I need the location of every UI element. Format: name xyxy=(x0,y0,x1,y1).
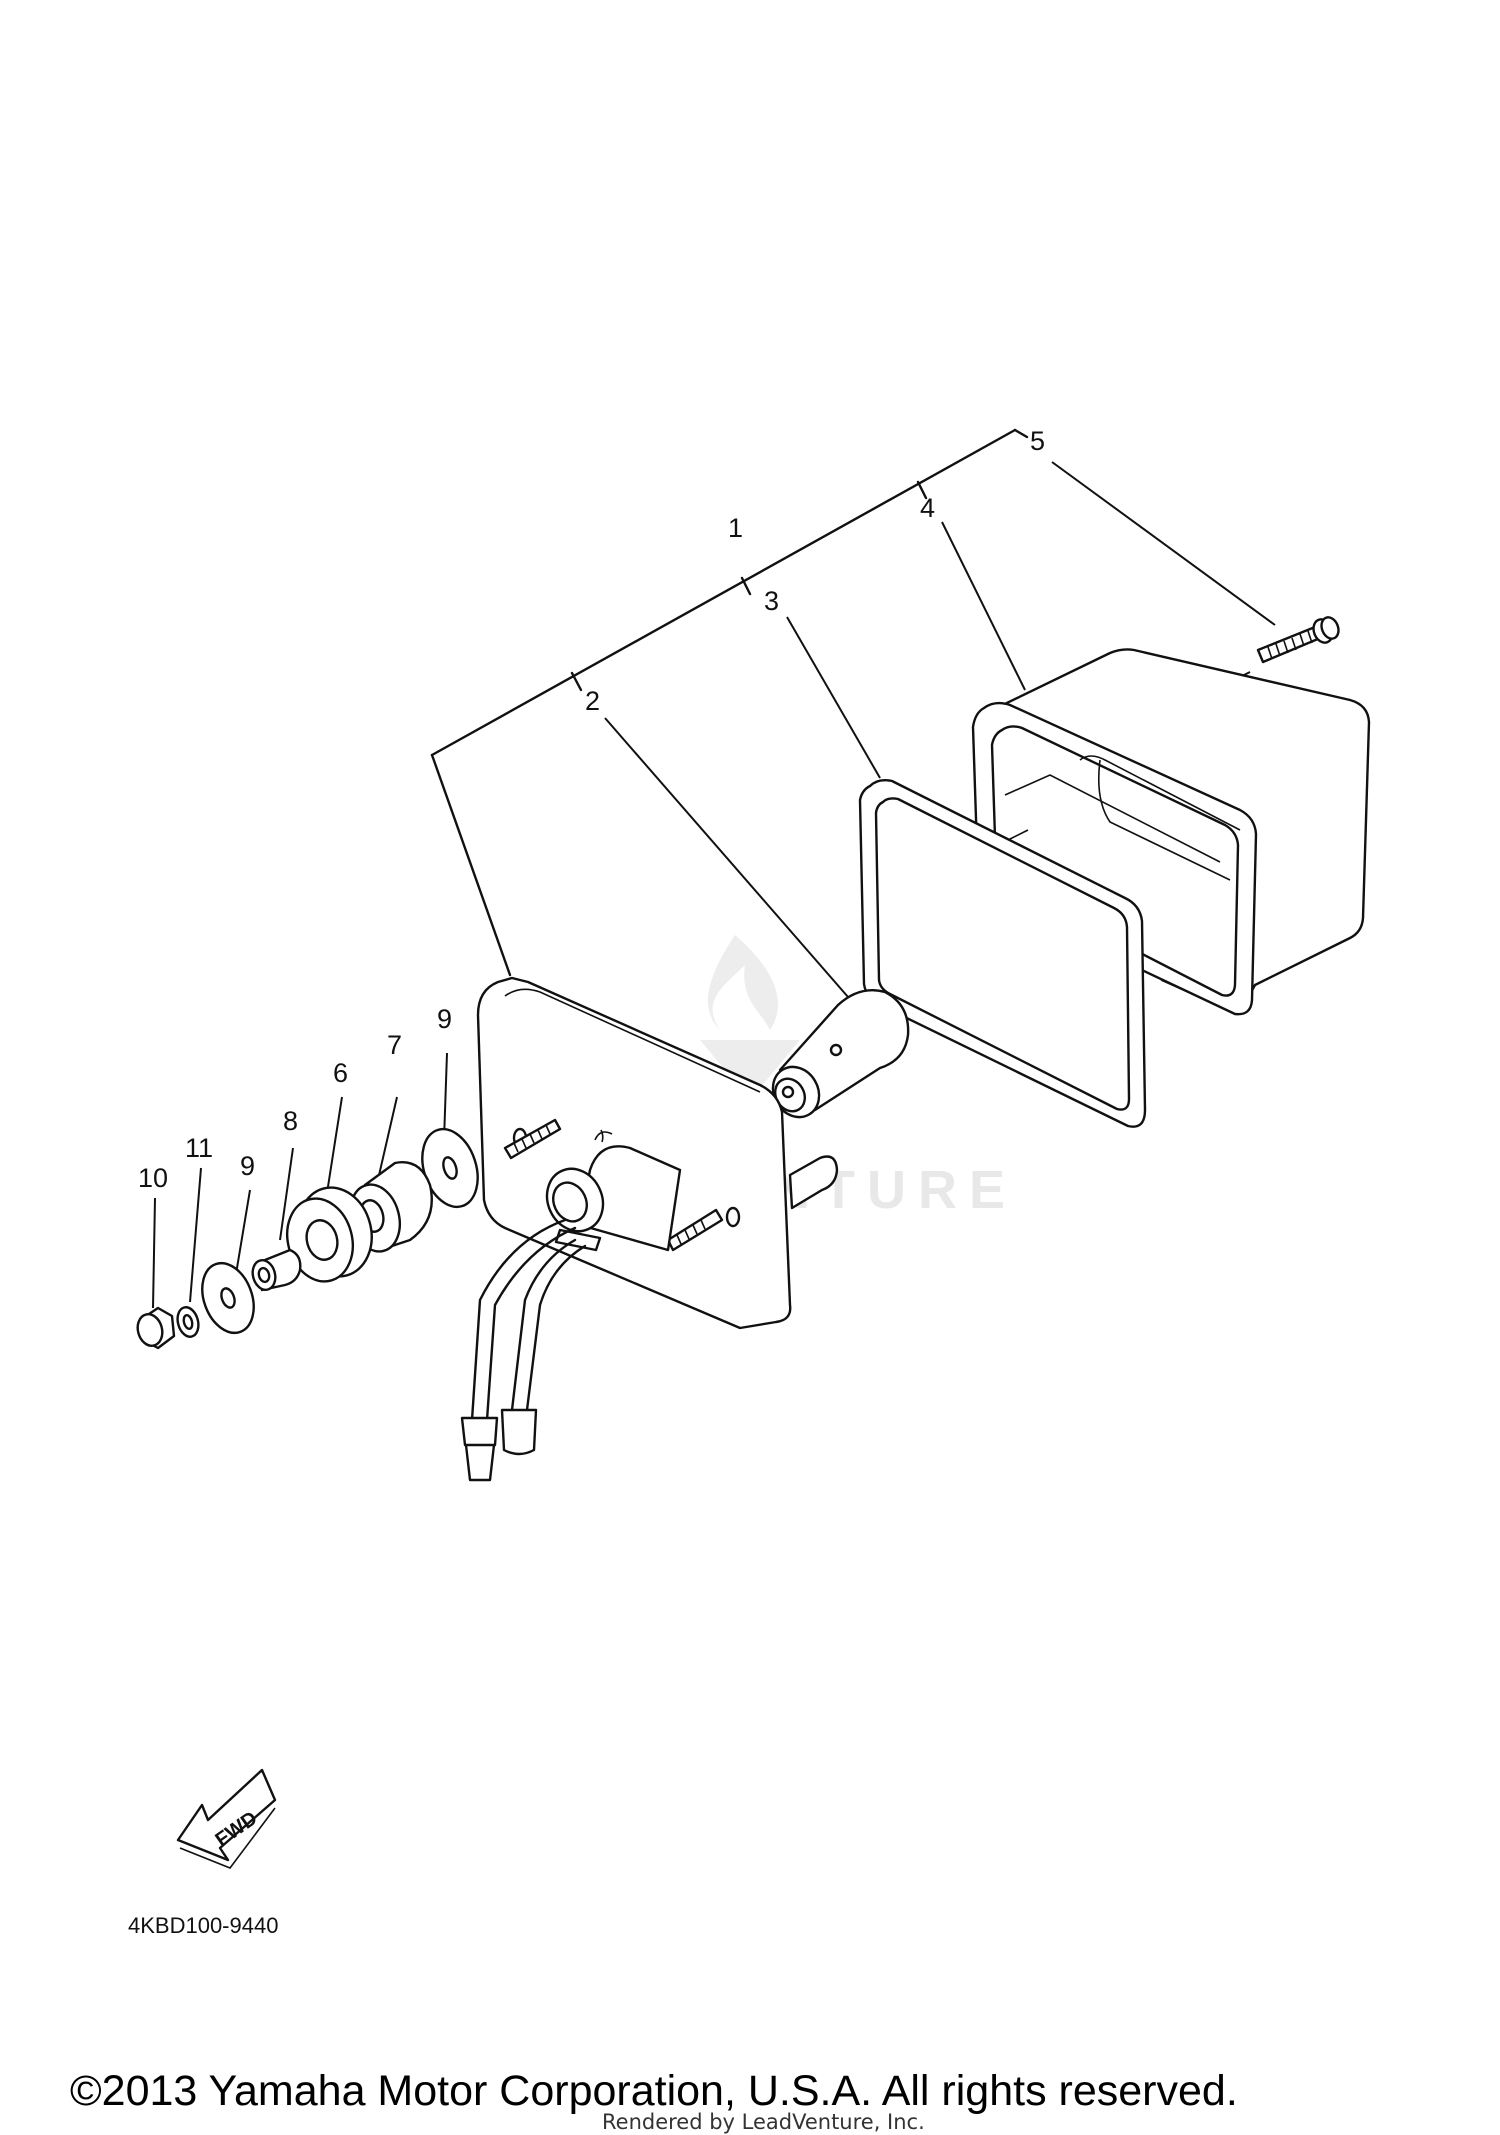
part-2-bulb xyxy=(771,988,910,1119)
fwd-arrow-icon: FWD xyxy=(176,1768,277,1869)
callout-9-left: 9 xyxy=(240,1151,255,1181)
callout-4: 4 xyxy=(920,493,935,523)
callout-11: 11 xyxy=(185,1133,213,1163)
callout-3: 3 xyxy=(764,586,779,616)
part-9-washer-left xyxy=(201,1261,255,1335)
callout-9-right: 9 xyxy=(437,1004,452,1034)
callout-1: 1 xyxy=(728,513,743,543)
part-9-washer-right xyxy=(421,1127,479,1209)
callout-8: 8 xyxy=(283,1106,298,1136)
rendered-by-notice: Rendered by LeadVenture, Inc. xyxy=(602,2110,925,2134)
part-10-nut xyxy=(136,1306,176,1350)
assembly-bracket xyxy=(430,428,1029,977)
callout-7: 7 xyxy=(387,1030,402,1060)
part-1-base-plate xyxy=(460,976,839,1482)
part-5-screw xyxy=(1221,616,1340,687)
part-3-gasket xyxy=(858,778,1147,1128)
part-4-lens xyxy=(971,648,1371,1016)
part-6-bushing xyxy=(286,1186,373,1283)
part-8-collar xyxy=(251,1248,302,1292)
diagram-part-code: 4KBD100-9440 xyxy=(128,1913,278,1938)
callout-6: 6 xyxy=(333,1058,348,1088)
callout-10: 10 xyxy=(138,1163,168,1193)
copyright-notice: ©2013 Yamaha Motor Corporation, U.S.A. A… xyxy=(70,2067,1238,2115)
leader-lines xyxy=(152,461,1276,1309)
callout-labels: 5 4 1 3 2 9 7 6 8 9 11 10 xyxy=(138,426,1045,1193)
callout-5: 5 xyxy=(1030,426,1045,456)
part-11-lock-washer xyxy=(176,1306,200,1338)
callout-2: 2 xyxy=(585,686,600,716)
